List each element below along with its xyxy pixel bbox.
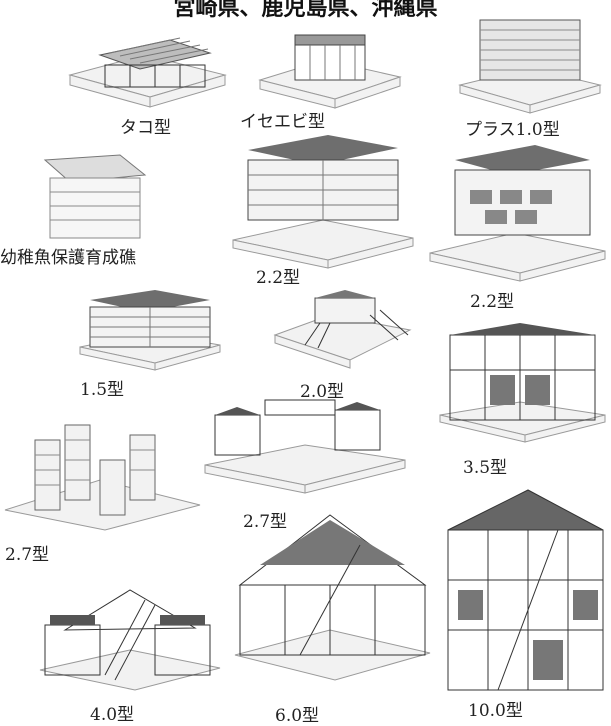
reef-2-7a-illustration xyxy=(4,424,201,531)
reef-4-0-illustration xyxy=(39,589,221,691)
plus1-reef-illustration xyxy=(458,19,602,114)
reef-10-0: 10.0型 xyxy=(438,489,610,722)
reef-label: 2.7型 xyxy=(5,545,50,565)
reef-6-0: 6.0型 xyxy=(230,505,435,726)
tako-reef-illustration xyxy=(68,37,227,108)
reef-label: 10.0型 xyxy=(468,701,523,721)
reef-2-0: 2.0型 xyxy=(270,290,425,402)
reef-10-0-illustration xyxy=(447,489,604,691)
reef-2-0-illustration xyxy=(273,290,412,369)
reef-label: プラス1.0型 xyxy=(465,120,560,140)
reef-label: タコ型 xyxy=(120,118,171,138)
reef-label: 6.0型 xyxy=(275,706,320,726)
reef-label: 幼稚魚保護育成礁 xyxy=(0,248,136,268)
reef-6-0-illustration xyxy=(234,514,431,681)
reef-4-0: 4.0型 xyxy=(35,580,225,725)
reef-label: 1.5型 xyxy=(80,380,125,400)
reef-label: 3.5型 xyxy=(463,458,508,478)
juvenile-reef-illustration xyxy=(43,154,147,239)
reef-2-2b-illustration xyxy=(429,145,606,282)
reef-iseebi: イセエビ型 xyxy=(240,25,415,132)
reef-2-7b-illustration xyxy=(204,399,406,494)
reef-label: 2.2型 xyxy=(256,268,301,288)
reef-3-5: 3.5型 xyxy=(435,320,610,478)
reef-1-5-illustration xyxy=(79,290,221,371)
iseebi-reef-illustration xyxy=(258,34,402,109)
reef-plus1: プラス1.0型 xyxy=(450,10,605,140)
reef-tako: タコ型 xyxy=(60,25,230,138)
reef-2-7b: 2.7型 xyxy=(204,395,406,535)
reef-label: 2.7型 xyxy=(243,512,288,532)
reef-2-2b: 2.2型 xyxy=(425,135,610,312)
reef-2-2a-illustration xyxy=(232,135,414,269)
reef-juvenile: 幼稚魚保護育成礁 xyxy=(0,150,170,270)
reef-2-2a: 2.2型 xyxy=(228,120,418,295)
page-title: 宮崎県、鹿児島県、沖縄県 xyxy=(173,0,438,21)
reef-2-7a: 2.7型 xyxy=(4,420,201,565)
reef-label: 2.2型 xyxy=(470,292,515,312)
reef-label: イセエビ型 xyxy=(240,112,325,132)
reef-3-5-illustration xyxy=(439,323,606,443)
reef-1-5: 1.5型 xyxy=(75,285,225,400)
reef-label: 4.0型 xyxy=(90,705,135,725)
reef-label: 2.0型 xyxy=(300,382,345,402)
